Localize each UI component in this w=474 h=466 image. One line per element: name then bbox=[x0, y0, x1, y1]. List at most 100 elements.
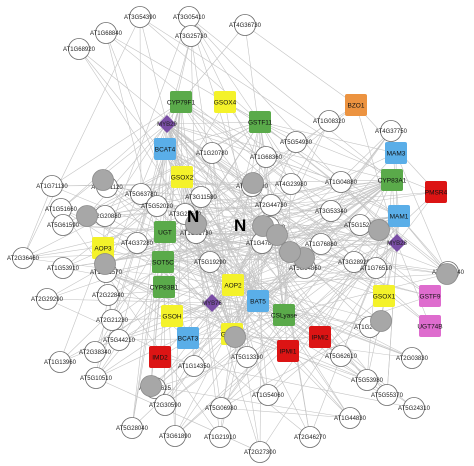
network-edge bbox=[195, 232, 233, 335]
network-edge bbox=[22, 242, 398, 259]
gene-label: AOP3 bbox=[94, 245, 112, 252]
gene-label: AT1G68920 bbox=[63, 47, 96, 53]
gene-label: AT5G63780 bbox=[125, 192, 158, 198]
gene-label: AT2G27300 bbox=[244, 450, 277, 456]
network-edge bbox=[232, 273, 448, 286]
network-edge bbox=[289, 179, 393, 253]
gene-circle bbox=[236, 346, 258, 368]
gene-circle bbox=[84, 341, 106, 363]
gene-label: AT5G15210 bbox=[344, 223, 377, 229]
gene-label: AT2G30590 bbox=[149, 403, 182, 409]
gene-square bbox=[249, 111, 271, 133]
network-edge bbox=[139, 16, 142, 195]
network-edge bbox=[395, 152, 448, 275]
gene-circle bbox=[41, 175, 63, 197]
node-at3g05410: AT3G05410 bbox=[173, 6, 206, 28]
node-g10 bbox=[436, 263, 458, 285]
node-g14 bbox=[279, 241, 301, 263]
gene-label: IMD2 bbox=[152, 354, 168, 361]
gene-circle bbox=[343, 251, 365, 273]
gene-circle bbox=[201, 142, 223, 164]
n-label-left: N bbox=[187, 207, 199, 226]
gene-square bbox=[425, 181, 447, 203]
gene-circle bbox=[49, 351, 71, 373]
node-at3g28920: AT3G28920 bbox=[338, 251, 371, 273]
node-bcat4: BCAT4 bbox=[154, 138, 176, 160]
gene-label: AT1G76510 bbox=[360, 266, 393, 272]
gene-label: IPMI2 bbox=[312, 334, 329, 341]
gene-label: AT4G23980 bbox=[275, 182, 308, 188]
network-edge bbox=[195, 232, 259, 302]
gene-circle bbox=[12, 247, 34, 269]
network-edge bbox=[111, 204, 272, 321]
gene-circle bbox=[401, 347, 423, 369]
node-gsox4: GSOX4 bbox=[214, 91, 237, 113]
gene-circle bbox=[126, 232, 148, 254]
network-edge bbox=[150, 385, 351, 419]
gene-square bbox=[222, 274, 244, 296]
node-bat5: BAT5 bbox=[247, 290, 269, 312]
gray-node bbox=[436, 263, 458, 285]
network-edge bbox=[220, 320, 382, 409]
gene-label: AT3G25730 bbox=[175, 34, 208, 40]
gene-label: AT2G20880 bbox=[89, 214, 122, 220]
gene-label: AT2G03830 bbox=[396, 356, 429, 362]
network-edge bbox=[164, 121, 261, 150]
node-g12 bbox=[140, 375, 162, 397]
network-edge bbox=[150, 179, 393, 387]
gene-label: AT1G68360 bbox=[250, 155, 283, 161]
node-at2g44730: AT2G44730 bbox=[255, 194, 288, 216]
gene-square bbox=[345, 94, 367, 116]
node-at3g54390: AT3G54390 bbox=[124, 6, 157, 28]
node-at5g13330: AT5G13330 bbox=[231, 346, 264, 368]
gene-circle bbox=[146, 195, 168, 217]
gene-label: SOT5C bbox=[152, 259, 174, 266]
gene-label: AT5G52020 bbox=[141, 204, 174, 210]
gene-circle bbox=[121, 417, 143, 439]
gene-label: AT1G13960 bbox=[44, 360, 77, 366]
node-at1g21910: AT1G21910 bbox=[204, 426, 237, 448]
gene-label: AT5G61590 bbox=[47, 223, 80, 229]
network-edge bbox=[270, 204, 449, 273]
transcription-factor-diamond bbox=[388, 234, 406, 252]
gene-label: AT1G20910 bbox=[354, 325, 387, 331]
node-gstf11: GSTF11 bbox=[248, 111, 272, 133]
gene-square bbox=[385, 142, 407, 164]
network-edge bbox=[86, 123, 168, 217]
gray-node bbox=[370, 310, 392, 332]
gene-label: AT3G54390 bbox=[124, 15, 157, 21]
gene-label: GSOX2 bbox=[171, 174, 194, 181]
network-edge bbox=[164, 231, 351, 419]
network-edge bbox=[340, 215, 400, 357]
network-edge bbox=[162, 225, 264, 263]
node-g7 bbox=[368, 219, 390, 241]
gene-label: AT1G20780 bbox=[196, 151, 229, 157]
node-at5g24310: AT5G24310 bbox=[398, 397, 431, 419]
network-edge bbox=[104, 232, 197, 265]
network-edge bbox=[259, 242, 263, 453]
network-edge bbox=[94, 204, 272, 353]
gene-label: AT3G61890 bbox=[159, 434, 192, 440]
node-bzo1: BZO1 bbox=[345, 94, 367, 116]
gene-label: AT3G28610 bbox=[169, 212, 202, 218]
gene-square bbox=[177, 327, 199, 349]
gene-square bbox=[92, 237, 114, 259]
node-at5g54930: AT5G54930 bbox=[280, 131, 313, 153]
node-at2g03830: AT2G03830 bbox=[396, 347, 429, 369]
gene-square bbox=[419, 285, 441, 307]
gene-square bbox=[152, 251, 174, 273]
gene-square bbox=[273, 304, 295, 326]
gene-circle bbox=[164, 425, 186, 447]
gene-label: AT5G06980 bbox=[205, 406, 238, 412]
node-gsoh: GSOH bbox=[161, 305, 183, 327]
node-at5g55370: AT5G55370 bbox=[371, 384, 404, 406]
node-at5g61590: AT5G61590 bbox=[47, 214, 80, 236]
network-edge bbox=[118, 336, 321, 341]
gene-label: BZO1 bbox=[348, 102, 365, 109]
network-edge bbox=[283, 314, 351, 419]
node-at3g11580: AT3G11580 bbox=[185, 186, 217, 208]
gene-label: MYB28 bbox=[387, 241, 407, 247]
gray-node bbox=[76, 205, 98, 227]
node-at5g44210: AT5G44210 bbox=[103, 329, 136, 351]
